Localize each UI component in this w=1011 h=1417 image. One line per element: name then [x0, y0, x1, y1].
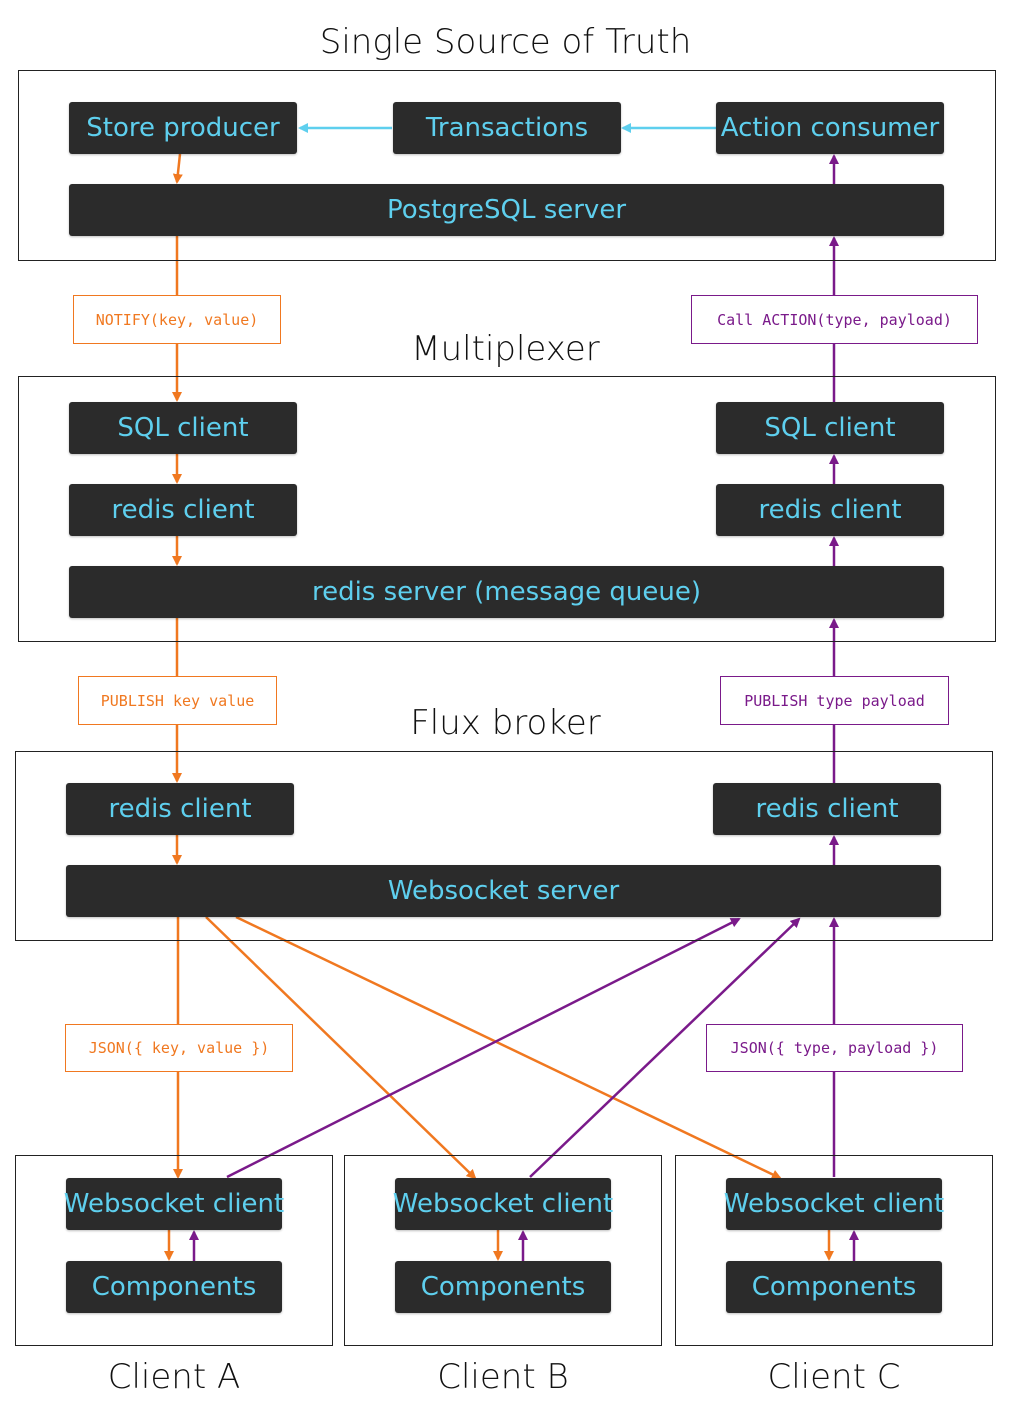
- client-c-websocket-client-node[interactable]: Websocket client: [724, 1178, 944, 1230]
- redis-server-node[interactable]: redis server (message queue): [69, 566, 944, 618]
- transactions-node[interactable]: Transactions: [393, 102, 621, 154]
- client-c-components-node[interactable]: Components: [726, 1261, 942, 1313]
- arrow-store-to-postgres: [172, 153, 183, 184]
- sql-client-right-node[interactable]: SQL client: [716, 402, 944, 454]
- notify-label: NOTIFY(key, value): [73, 295, 281, 344]
- arrow-ws-server-to-client-b: [205, 916, 477, 1180]
- ssot-section: [18, 70, 996, 261]
- client-a-websocket-client-node[interactable]: Websocket client: [64, 1178, 284, 1230]
- store-producer-node[interactable]: Store producer: [69, 102, 297, 154]
- multiplexer-section: [18, 376, 996, 642]
- postgres-server-node[interactable]: PostgreSQL server: [69, 184, 944, 236]
- arrow-client-b-to-ws-server: [529, 917, 801, 1178]
- sql-client-left-node[interactable]: SQL client: [69, 402, 297, 454]
- client-c-section: [675, 1155, 993, 1346]
- client-a-components-node[interactable]: Components: [66, 1261, 282, 1313]
- flux-broker-title: Flux broker: [410, 703, 601, 743]
- action-consumer-node[interactable]: Action consumer: [716, 102, 944, 154]
- ssot-title: Single Source of Truth: [319, 22, 692, 62]
- arrow-ws-server-to-client-c: [235, 915, 782, 1180]
- publish-type-payload-label: PUBLISH type payload: [720, 676, 949, 725]
- redis-client-right-node[interactable]: redis client: [716, 484, 944, 536]
- arrow-client-a-to-ws-server: [226, 917, 741, 1179]
- flux-redis-client-left-node[interactable]: redis client: [66, 783, 294, 835]
- websocket-server-node[interactable]: Websocket server: [66, 865, 941, 917]
- client-a-title: Client A: [107, 1357, 241, 1397]
- client-b-components-node[interactable]: Components: [395, 1261, 611, 1313]
- flux-redis-client-right-node[interactable]: redis client: [713, 783, 941, 835]
- json-key-value-label: JSON({ key, value }): [65, 1024, 293, 1072]
- client-b-websocket-client-node[interactable]: Websocket client: [393, 1178, 613, 1230]
- flux-broker-section: [15, 751, 993, 941]
- client-c-title: Client C: [767, 1357, 901, 1397]
- client-b-section: [344, 1155, 662, 1346]
- redis-client-left-node[interactable]: redis client: [69, 484, 297, 536]
- publish-key-value-label: PUBLISH key value: [78, 676, 277, 725]
- client-b-title: Client B: [437, 1357, 569, 1397]
- call-action-label: Call ACTION(type, payload): [691, 295, 978, 344]
- multiplexer-title: Multiplexer: [411, 329, 600, 369]
- json-type-payload-label: JSON({ type, payload }): [706, 1024, 963, 1072]
- client-a-section: [15, 1155, 333, 1346]
